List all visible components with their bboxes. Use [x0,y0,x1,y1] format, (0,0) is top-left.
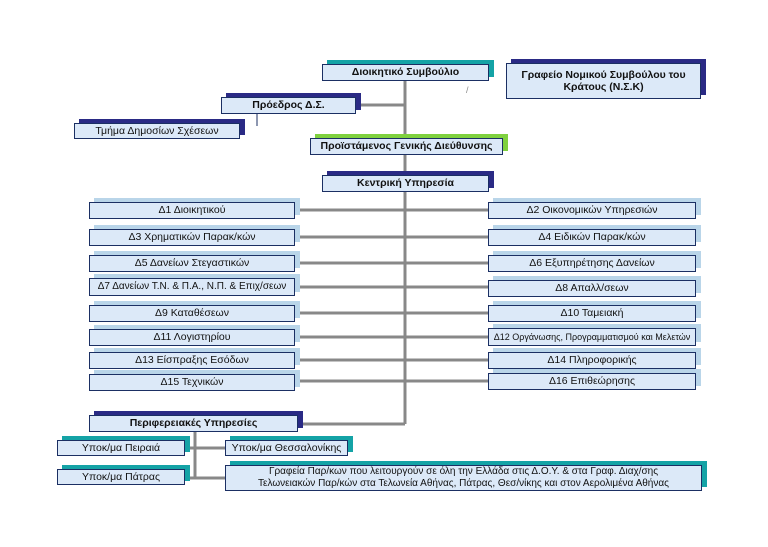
dept-label: Δ13 Είσπραξης Εσόδων [135,354,249,367]
field-offices-line2: Τελωνειακών Παρ/κών στα Τελωνεία Αθήνας,… [258,478,669,489]
dept-d5: Δ5 Δανείων Στεγαστικών [89,255,295,272]
dept-d13: Δ13 Είσπραξης Εσόδων [89,352,295,369]
public-relations-label: Τμήμα Δημοσίων Σχέσεων [95,124,219,137]
dept-label: Δ15 Τεχνικών [160,376,224,389]
dept-d10: Δ10 Ταμειακή [488,305,696,322]
dept-d14: Δ14 Πληροφορικής [488,352,696,369]
dept-d4: Δ4 Ειδικών Παρακ/κών [488,229,696,246]
dept-label: Δ14 Πληροφορικής [547,354,637,367]
dept-d12: Δ12 Οργάνωσης, Προγραμματισμού και Μελετ… [488,328,696,346]
president-box: Πρόεδρος Δ.Σ. [221,97,356,114]
regional-services-label: Περιφερειακές Υπηρεσίες [129,417,258,430]
dept-d8: Δ8 Απαλλ/σεων [488,280,696,297]
dept-label: Δ7 Δανείων Τ.Ν. & Π.Α., Ν.Π. & Επιχ/σεων [97,281,287,293]
dept-label: Δ16 Επιθεώρησης [548,375,636,388]
board-label: Διοικητικό Συμβούλιο [351,66,460,79]
stray-mark: / [466,85,469,95]
dept-label: Δ9 Καταθέσεων [155,307,229,320]
president-label: Πρόεδρος Δ.Σ. [252,99,325,112]
dept-d2: Δ2 Οικονομικών Υπηρεσιών [488,202,696,219]
dept-d6: Δ6 Εξυπηρέτησης Δανείων [488,255,696,272]
legal-office-label: Γραφείο Νομικού Συμβούλου του Κράτους (Ν… [521,68,686,93]
dept-d16: Δ16 Επιθεώρησης [488,373,696,390]
piraeus-branch-box: Υποκ/μα Πειραιά [57,440,185,456]
dept-d1: Δ1 Διοικητικού [89,202,295,219]
thessaloniki-branch-label: Υποκ/μα Θεσσαλονίκης [231,441,342,454]
dept-d11: Δ11 Λογιστηρίου [89,329,295,346]
public-relations-box: Τμήμα Δημοσίων Σχέσεων [74,123,240,139]
dept-label: Δ2 Οικονομικών Υπηρεσιών [526,204,658,217]
dept-d15: Δ15 Τεχνικών [89,374,295,391]
general-director-label: Προϊστάμενος Γενικής Διεύθυνσης [320,140,493,153]
dept-label: Δ6 Εξυπηρέτησης Δανείων [529,257,655,270]
patras-branch-label: Υποκ/μα Πάτρας [81,470,161,483]
thessaloniki-branch-box: Υποκ/μα Θεσσαλονίκης [225,440,348,456]
dept-label: Δ12 Οργάνωσης, Προγραμματισμού και Μελετ… [493,331,691,342]
dept-label: Δ11 Λογιστηρίου [153,331,231,344]
dept-d9: Δ9 Καταθέσεων [89,305,295,322]
field-offices-box: Γραφεία Παρ/κων που λειτουργούν σε όλη τ… [225,465,702,491]
dept-label: Δ4 Ειδικών Παρακ/κών [538,231,646,244]
legal-office-box: Γραφείο Νομικού Συμβούλου του Κράτους (Ν… [506,63,701,99]
dept-d3: Δ3 Χρηματικών Παρακ/κών [89,229,295,246]
dept-label: Δ10 Ταμειακή [560,307,624,320]
dept-d7: Δ7 Δανείων Τ.Ν. & Π.Α., Ν.Π. & Επιχ/σεων [89,278,295,296]
board-box: Διοικητικό Συμβούλιο [322,64,489,81]
patras-branch-box: Υποκ/μα Πάτρας [57,469,185,485]
dept-label: Δ3 Χρηματικών Παρακ/κών [128,231,256,244]
piraeus-branch-label: Υποκ/μα Πειραιά [81,441,161,454]
central-service-box: Κεντρική Υπηρεσία [322,175,489,192]
central-service-label: Κεντρική Υπηρεσία [357,177,454,190]
dept-label: Δ1 Διοικητικού [158,204,226,217]
dept-label: Δ5 Δανείων Στεγαστικών [134,257,250,270]
dept-label: Δ8 Απαλλ/σεων [555,282,629,295]
field-offices-line1: Γραφεία Παρ/κων που λειτουργούν σε όλη τ… [268,466,659,477]
regional-services-box: Περιφερειακές Υπηρεσίες [89,415,298,432]
general-director-box: Προϊστάμενος Γενικής Διεύθυνσης [310,138,503,155]
